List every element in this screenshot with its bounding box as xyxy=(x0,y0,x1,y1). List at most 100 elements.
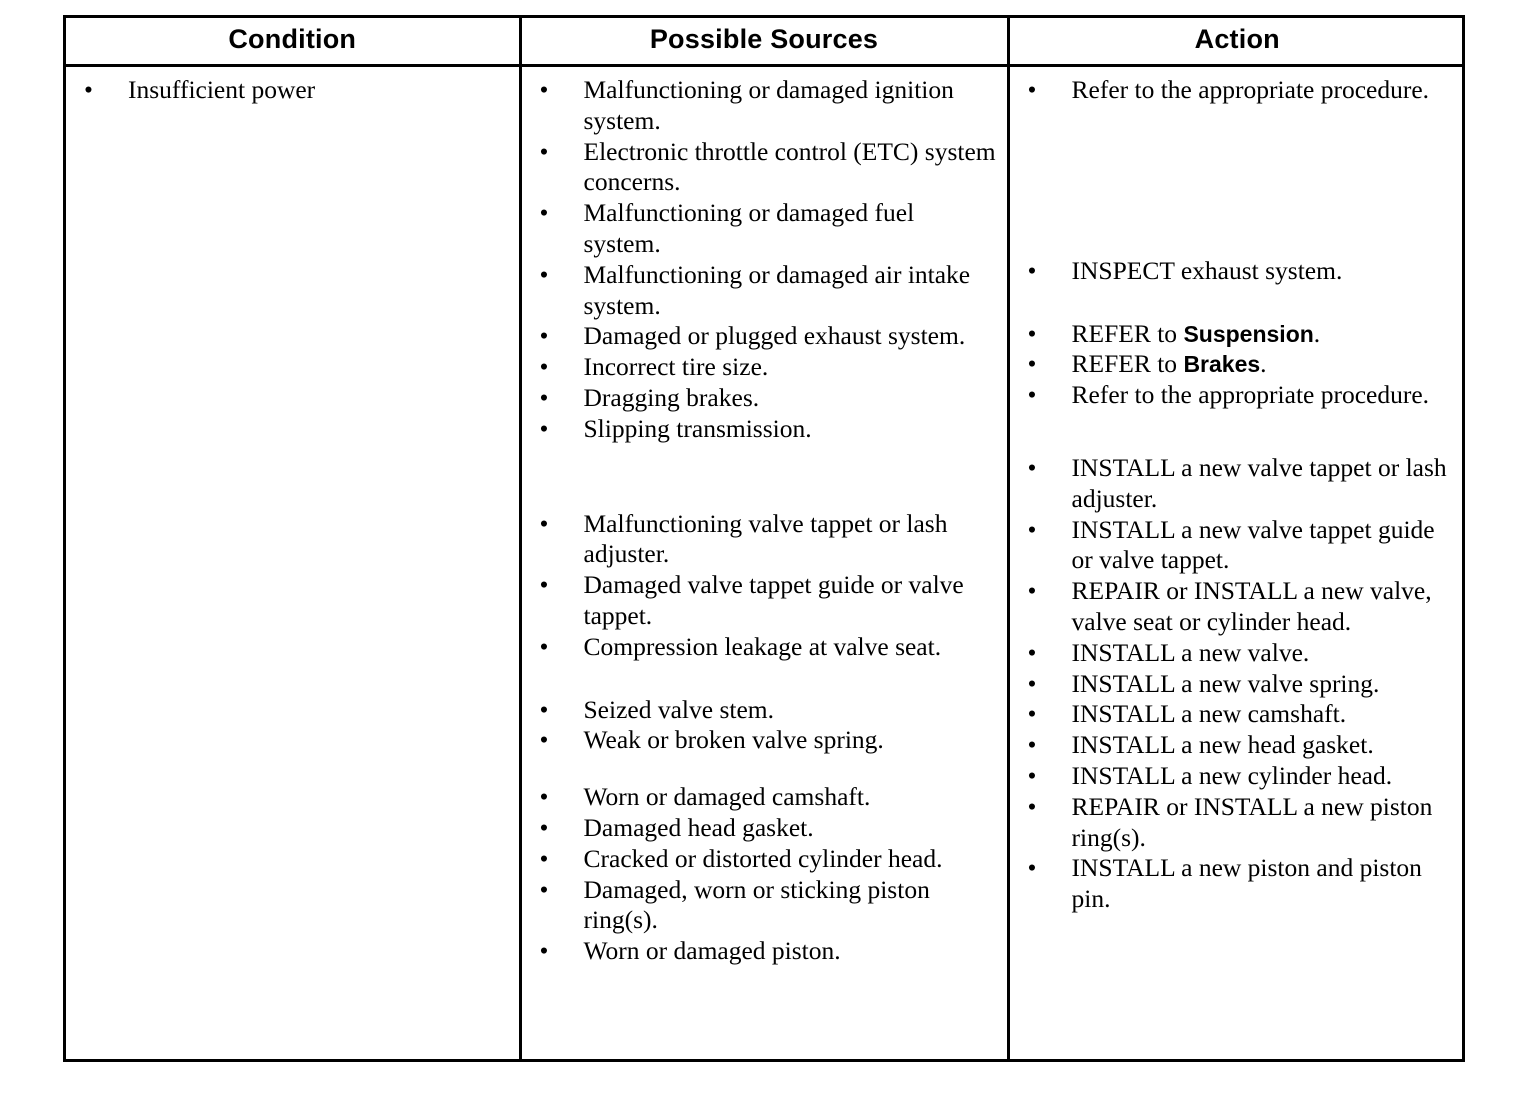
list-item: • INSTALL a new valve spring. xyxy=(1020,669,1456,700)
bullet-icon: • xyxy=(1027,75,1037,104)
bullet-icon: • xyxy=(539,874,549,904)
bullet-icon: • xyxy=(539,725,549,755)
header-row: Condition Possible Sources Action xyxy=(66,18,1465,67)
column-header-condition: Condition xyxy=(66,18,522,67)
list-item: • REPAIR or INSTALL a new valve, valve s… xyxy=(1020,576,1456,638)
list-item: • INSTALL a new piston and piston pin. xyxy=(1020,853,1456,915)
action-emphasis: Suspension xyxy=(1183,320,1314,347)
list-item: • Compression leakage at valve seat. xyxy=(532,632,997,663)
source-item-label: Worn or damaged piston. xyxy=(583,936,841,966)
source-item-label: Damaged, worn or sticking piston ring(s)… xyxy=(583,874,930,935)
list-item: • INSTALL a new valve tappet or lash adj… xyxy=(1020,453,1456,515)
action-item-label: REPAIR or INSTALL a new valve, valve sea… xyxy=(1071,576,1432,636)
troubleshooting-table-container: Condition Possible Sources Action • Insu… xyxy=(63,15,1465,1062)
list-item: • REFER to Brakes. xyxy=(1020,349,1456,380)
list-item: • INSTALL a new camshaft. xyxy=(1020,699,1456,730)
list-item: • Refer to the appropriate procedure. xyxy=(1020,380,1456,411)
bullet-icon: • xyxy=(1027,380,1037,410)
source-item-label: Damaged or plugged exhaust system. xyxy=(583,321,966,351)
action-suffix: . xyxy=(1313,318,1321,348)
table-row: • Insufficient power • Malfunctioning or… xyxy=(66,65,1465,1060)
list-item: • Malfunctioning or damaged fuel system. xyxy=(532,198,997,260)
action-item-label: INSTALL a new valve spring. xyxy=(1071,668,1380,698)
cell-possible-sources: • Malfunctioning or damaged ignition sys… xyxy=(520,65,1010,1059)
list-item: • Malfunctioning or damaged ignition sys… xyxy=(532,75,997,137)
list-item: • INSTALL a new valve tappet guide or va… xyxy=(1020,515,1456,577)
action-item-label: INSTALL a new piston and piston pin. xyxy=(1071,853,1422,914)
troubleshooting-table: Condition Possible Sources Action • Insu… xyxy=(66,18,1465,1059)
bullet-icon: • xyxy=(539,508,549,538)
action-item-label: INSTALL a new cylinder head. xyxy=(1071,760,1393,790)
action-item-label: INSTALL a new valve. xyxy=(1071,637,1310,667)
list-item: • Cracked or distorted cylinder head. xyxy=(532,844,997,875)
list-item: • INSTALL a new cylinder head. xyxy=(1020,761,1456,792)
group-spacer xyxy=(532,445,997,509)
list-item: • REPAIR or INSTALL a new piston ring(s)… xyxy=(1020,792,1456,854)
list-item: • Weak or broken valve spring. xyxy=(532,725,997,756)
source-item-label: Malfunctioning valve tappet or lash adju… xyxy=(583,508,948,569)
source-item-label: Compression leakage at valve seat. xyxy=(583,631,942,661)
list-item: • INSTALL a new valve. xyxy=(1020,638,1456,669)
bullet-icon: • xyxy=(1027,791,1037,821)
bullet-icon: • xyxy=(1027,514,1037,544)
source-item-label: Slipping transmission. xyxy=(583,413,812,443)
bullet-icon: • xyxy=(1027,760,1037,790)
source-item-label: Dragging brakes. xyxy=(583,382,760,412)
action-prefix: REFER to xyxy=(1071,349,1184,379)
list-item: • Incorrect tire size. xyxy=(532,352,997,383)
source-item-label: Electronic throttle control (ETC) system… xyxy=(583,136,996,197)
bullet-icon: • xyxy=(539,782,549,812)
bullet-icon: • xyxy=(539,936,549,966)
list-item: • REFER to Suspension. xyxy=(1020,319,1456,350)
group-spacer xyxy=(1020,106,1456,256)
list-item: • Insufficient power xyxy=(76,75,509,106)
list-item: • Refer to the appropriate procedure. xyxy=(1020,75,1456,106)
action-list: • Refer to the appropriate procedure. • … xyxy=(1020,75,1456,915)
table-header: Condition Possible Sources Action xyxy=(66,18,1465,67)
bullet-icon: • xyxy=(539,843,549,873)
bullet-icon: • xyxy=(539,198,549,228)
list-item: • Malfunctioning valve tappet or lash ad… xyxy=(532,509,997,571)
bullet-icon: • xyxy=(84,75,93,104)
bullet-icon: • xyxy=(539,694,549,724)
list-item: • Seized valve stem. xyxy=(532,695,997,726)
cell-action: • Refer to the appropriate procedure. • … xyxy=(1008,66,1465,1060)
bullet-icon: • xyxy=(539,631,549,661)
bullet-icon: • xyxy=(1027,668,1037,698)
bullet-icon: • xyxy=(539,570,549,600)
bullet-icon: • xyxy=(1027,255,1037,285)
bullet-icon: • xyxy=(1027,349,1037,379)
action-item-label: Refer to the appropriate procedure. xyxy=(1071,380,1430,410)
list-item: • INSPECT exhaust system. xyxy=(1020,256,1456,287)
column-header-possible-sources: Possible Sources xyxy=(520,18,1010,67)
bullet-icon: • xyxy=(1027,699,1037,729)
list-item: • Damaged valve tappet guide or valve ta… xyxy=(532,570,997,632)
action-item-label: INSTALL a new camshaft. xyxy=(1071,699,1347,729)
bullet-icon: • xyxy=(539,259,549,289)
source-item-label: Worn or damaged camshaft. xyxy=(583,782,871,812)
list-item: • Damaged head gasket. xyxy=(532,813,997,844)
bullet-icon: • xyxy=(539,812,549,842)
bullet-icon: • xyxy=(1027,318,1037,348)
condition-item-label: Insufficient power xyxy=(128,75,316,104)
action-emphasis: Brakes xyxy=(1183,351,1261,378)
bullet-icon: • xyxy=(1027,452,1037,482)
action-item-label: REFER to Suspension. xyxy=(1072,319,1456,350)
bullet-icon: • xyxy=(539,136,549,166)
list-item: • Electronic throttle control (ETC) syst… xyxy=(532,137,997,199)
bullet-icon: • xyxy=(1027,637,1037,667)
source-item-label: Malfunctioning or damaged ignition syste… xyxy=(583,75,954,135)
list-item: • Damaged or plugged exhaust system. xyxy=(532,321,997,352)
source-item-label: Seized valve stem. xyxy=(583,694,774,724)
possible-sources-list: • Malfunctioning or damaged ignition sys… xyxy=(532,75,997,967)
bullet-icon: • xyxy=(539,382,549,412)
group-spacer xyxy=(1020,411,1456,453)
action-item-label: INSPECT exhaust system. xyxy=(1071,255,1343,285)
bullet-icon: • xyxy=(539,352,549,382)
source-item-label: Cracked or distorted cylinder head. xyxy=(583,843,943,873)
action-item-label: INSTALL a new valve tappet or lash adjus… xyxy=(1071,452,1447,513)
bullet-icon: • xyxy=(539,321,549,351)
list-item: • Slipping transmission. xyxy=(532,414,997,445)
bullet-icon: • xyxy=(1027,576,1037,606)
list-item: • Worn or damaged camshaft. xyxy=(532,782,997,813)
